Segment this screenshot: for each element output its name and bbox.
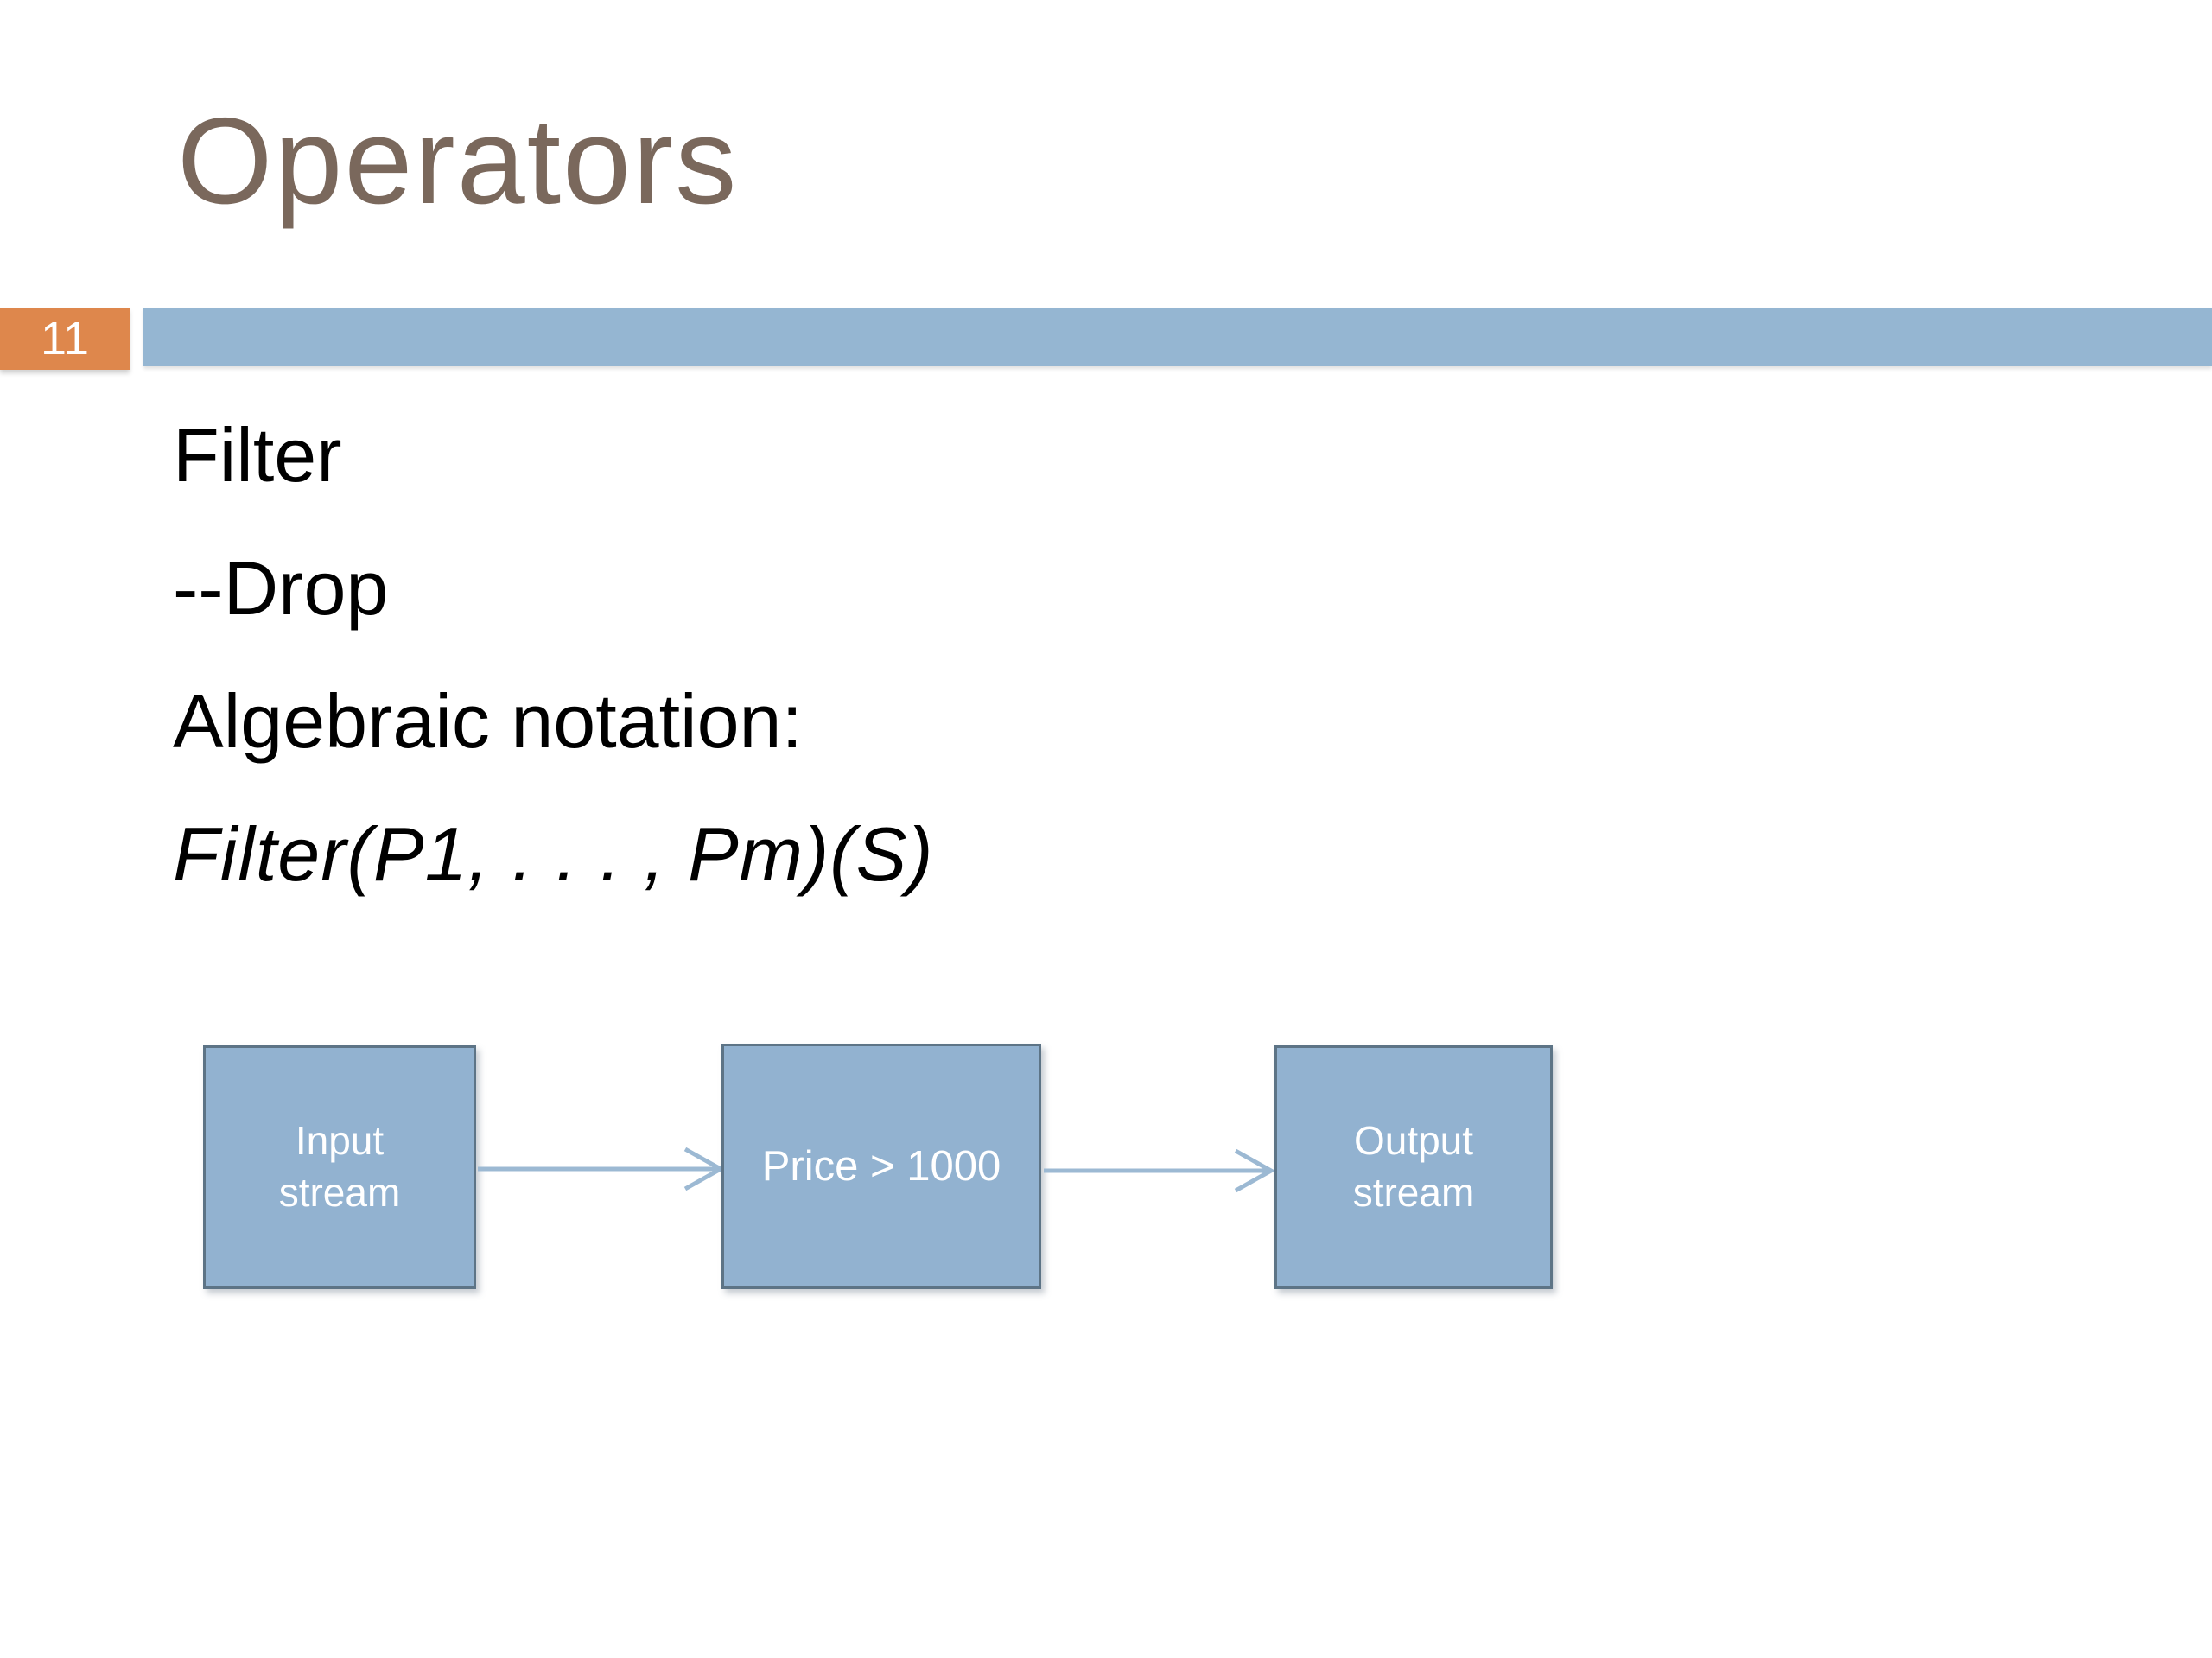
slide-title: Operators bbox=[177, 92, 739, 230]
body-line-algebraic-notation: Algebraic notation: bbox=[173, 678, 803, 764]
body-line-drop: --Drop bbox=[173, 545, 389, 631]
node-filter-condition-label: Price > 1000 bbox=[761, 1142, 1001, 1190]
node-output-stream-label-line: Output bbox=[1353, 1118, 1474, 1164]
body-line-filter: Filter bbox=[173, 412, 342, 498]
node-input-stream-label-line: stream bbox=[278, 1170, 401, 1215]
node-filter-condition: Price > 1000 bbox=[721, 1044, 1041, 1289]
node-output-stream-label-line: stream bbox=[1352, 1170, 1475, 1215]
node-input-stream: Input stream bbox=[203, 1045, 476, 1289]
page-number: 11 bbox=[40, 313, 90, 365]
accent-bar bbox=[143, 308, 2212, 366]
right-arrow-icon bbox=[478, 1147, 726, 1191]
node-input-stream-label-line: Input bbox=[295, 1118, 385, 1164]
node-output-stream: Output stream bbox=[1274, 1045, 1553, 1289]
body-line-formula: Filter(P1, . . . , Pm)(S) bbox=[173, 811, 934, 897]
right-arrow-icon bbox=[1044, 1148, 1276, 1193]
page-number-tab: 11 bbox=[0, 308, 130, 370]
